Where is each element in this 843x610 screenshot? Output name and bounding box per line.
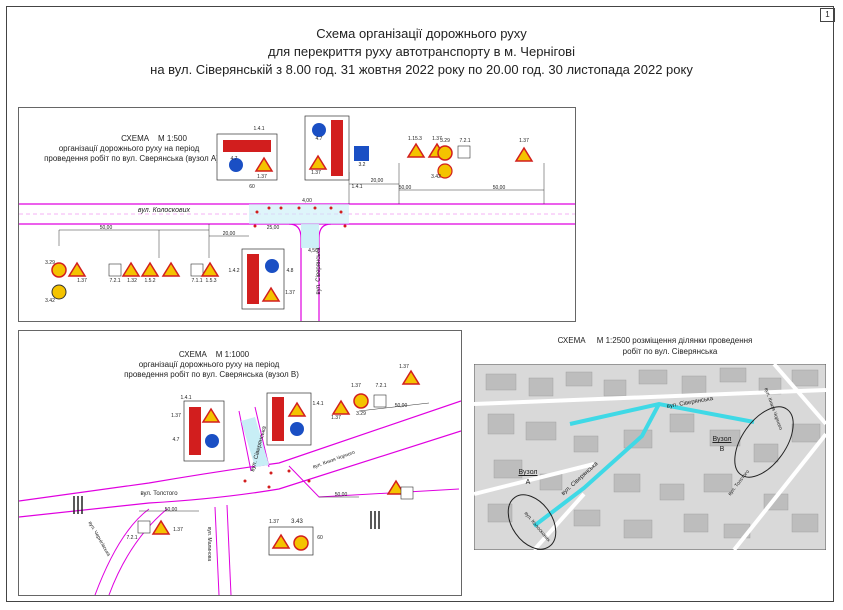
panel-a-sign-j: 3.29 bbox=[440, 138, 450, 144]
panel-a-scheme: СХЕМА bbox=[121, 134, 150, 143]
panel-b-sign-m: 1.37 bbox=[173, 527, 183, 533]
panel-b-scale: М 1:1000 bbox=[215, 350, 250, 359]
panel-a-sign-k: 7.2.1 bbox=[459, 138, 471, 144]
map-drawing bbox=[474, 364, 826, 550]
panel-a-sign-x: 1.37 bbox=[285, 290, 295, 296]
panel-b-sign-g: 1.37 bbox=[351, 383, 361, 389]
panel-a-dim-8: 4,50 bbox=[308, 248, 318, 254]
panel-a-sign-s: 1.5.2 bbox=[144, 278, 156, 284]
panel-a-drawing bbox=[19, 115, 575, 321]
panel-location-map: СХЕМА М 1:2500 розміщення ділянки провед… bbox=[470, 330, 828, 596]
panel-b-desc-2: проведення робіт по вул. Сверянська (вуз… bbox=[124, 370, 299, 379]
panel-node-b: СХЕМА М 1:1000 організації дорожнього ру… bbox=[18, 330, 462, 596]
panel-a-sign-d: 1.37 bbox=[257, 174, 267, 180]
panel-a-dim-5: 20,00 bbox=[222, 231, 236, 237]
panel-a-sign-e: 4.7 bbox=[315, 136, 323, 142]
panel-b-sign-f: 3.29 bbox=[356, 411, 366, 417]
title-line-1: Схема організації дорожнього руху bbox=[316, 26, 527, 41]
panel-a-sign-m: 1.37 bbox=[519, 138, 529, 144]
panel-a-sign-u: 1.5.3 bbox=[205, 278, 217, 284]
panel-b-sign-n: 60 bbox=[317, 535, 323, 541]
panel-node-a: СХЕМА М 1:500 організації дорожнього рух… bbox=[18, 107, 576, 322]
panel-a-dim-6: 4,00 bbox=[302, 198, 312, 204]
page-number: 1 bbox=[820, 8, 835, 22]
panel-b-sign-l: 7.2.1 bbox=[126, 535, 138, 541]
map-scheme: СХЕМА bbox=[557, 336, 586, 345]
panel-b-sign-e: 1.37 bbox=[331, 415, 341, 421]
panel-a-scale: М 1:500 bbox=[157, 134, 187, 143]
panel-a-sign-c: 4.7 bbox=[230, 156, 238, 162]
panel-b-sign-c: 4.7 bbox=[172, 437, 180, 443]
panel-a-sign-n: 3.29 bbox=[45, 260, 55, 266]
panel-b-sign-j: 3.43 bbox=[291, 519, 303, 525]
panel-b-street-1: вул. Толстого bbox=[140, 491, 178, 497]
panel-b-sign-d: 1.4.1 bbox=[312, 401, 324, 407]
map-desc: робіт по вул. Сіверянська bbox=[622, 347, 718, 356]
panel-a-dim-2: 50,00 bbox=[398, 185, 412, 191]
panel-b-dim-3: 50,00 bbox=[334, 492, 348, 498]
panel-a-sign-r: 1.32 bbox=[127, 278, 137, 284]
panel-b-drawing bbox=[19, 369, 461, 595]
panel-b-desc-1: організації дорожнього руху на період bbox=[138, 360, 280, 369]
panel-b-scheme: СХЕМА bbox=[178, 350, 207, 359]
panel-b-sign-h: 7.2.1 bbox=[375, 383, 387, 389]
panel-b-sign-i: 1.37 bbox=[399, 364, 409, 370]
panel-a-dim-3: 50,00 bbox=[492, 185, 506, 191]
panel-b-sign-a: 1.4.1 bbox=[180, 395, 192, 401]
map-node-b-label: Вузол bbox=[712, 436, 732, 443]
panel-a-sign-q: 7.2.1 bbox=[109, 278, 121, 284]
map-node-b-letter: В bbox=[719, 446, 725, 453]
panel-a-desc-1: організації дорожнього руху на період bbox=[58, 144, 200, 153]
panel-a-desc-2: проведення робіт по вул. Сверянська (вуз… bbox=[44, 154, 219, 163]
panel-a-sign-b: 1.4.1 bbox=[351, 184, 363, 190]
panel-a-sign-t: 7.1.1 bbox=[191, 278, 203, 284]
panel-a-sign-y: 60 bbox=[249, 184, 255, 190]
panel-a-sign-i: 1.37 bbox=[432, 136, 442, 142]
map-node-a-label: Вузол bbox=[518, 469, 538, 476]
title-line-2: для перекриття руху автотранспорту в м. … bbox=[268, 44, 575, 59]
panel-a-sign-l: 3.42 bbox=[431, 174, 441, 180]
panel-b-sign-k: 1.37 bbox=[269, 519, 279, 525]
panel-a-sign-p: 3.42 bbox=[45, 298, 55, 304]
panel-b-street-5: вул. Малинова bbox=[206, 526, 212, 562]
panel-a-sign-a: 1.4.1 bbox=[253, 126, 265, 132]
panel-a-dim-4: 50,00 bbox=[99, 225, 113, 231]
panel-a-dim-7: 25,00 bbox=[266, 225, 280, 231]
panel-b-dim-2: 50,00 bbox=[394, 403, 408, 409]
map-scale: М 1:2500 розміщення ділянки проведення bbox=[596, 336, 753, 345]
panel-a-sign-w: 4.8 bbox=[286, 268, 294, 274]
map-node-a-letter: А bbox=[525, 479, 531, 486]
panel-a-sign-g: 3.2 bbox=[358, 162, 366, 168]
panel-a-sign-f: 1.37 bbox=[311, 170, 321, 176]
panel-a-sign-o: 1.37 bbox=[77, 278, 87, 284]
panel-a-street-main: вул. Колоскових bbox=[137, 207, 191, 214]
panel-b-dim-1: 50,00 bbox=[164, 507, 178, 513]
title-line-3: на вул. Сіверянській з 8.00 год. 31 жовт… bbox=[150, 62, 693, 77]
page-frame bbox=[6, 6, 834, 602]
panel-a-sign-v: 1.4.2 bbox=[228, 268, 240, 274]
panel-a-dim-1: 20,00 bbox=[370, 178, 384, 184]
panel-b-sign-b: 1.37 bbox=[171, 413, 181, 419]
panel-a-sign-h: 1.15.3 bbox=[408, 136, 422, 142]
